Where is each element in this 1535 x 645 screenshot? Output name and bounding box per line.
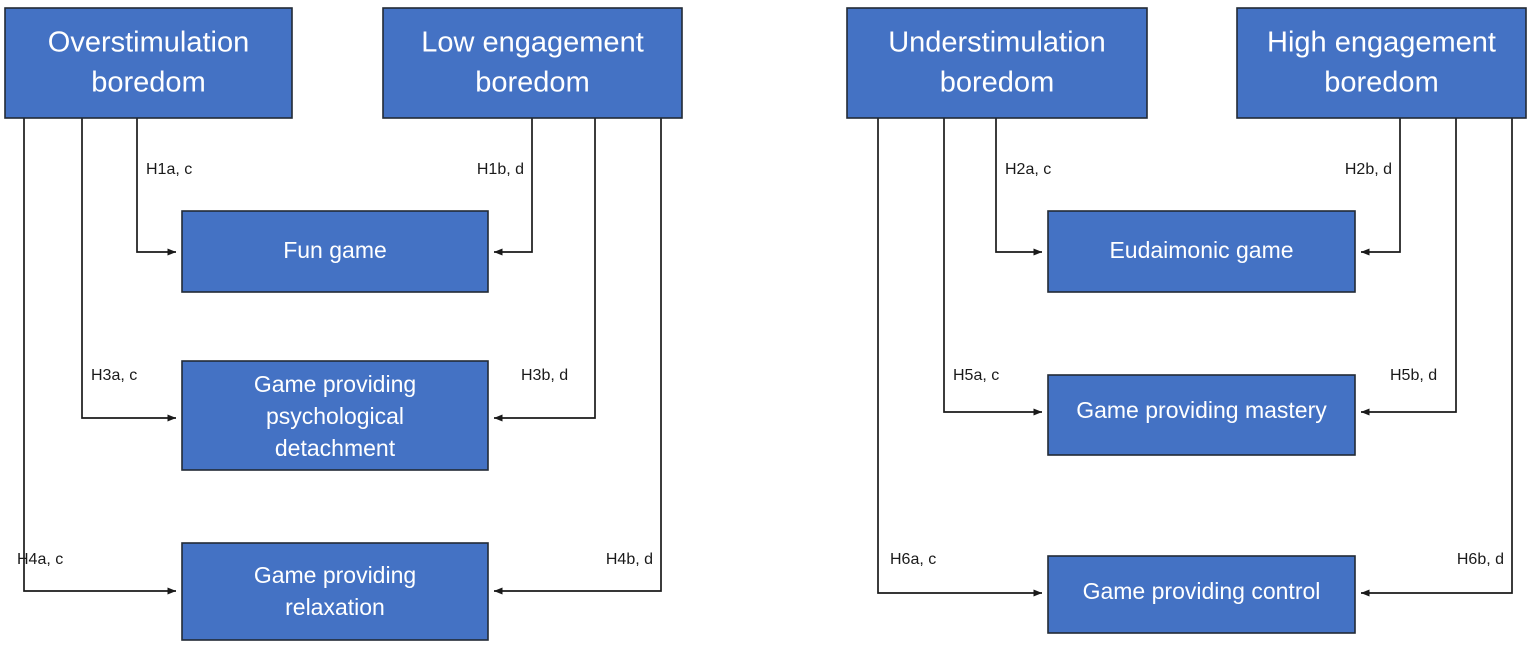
edge-label-h5a: H5a, c [953,367,999,384]
edge-h2b [1360,118,1401,256]
edge-h2a [995,118,1043,256]
node-psych-detachment-label-line2: psychological [266,403,404,429]
node-low-engagement-boredom[interactable]: Low engagement boredom [382,7,683,119]
edge-label-h6b: H6b, d [1457,551,1504,568]
edge-h4a [23,118,177,595]
edge-label-h2a: H2a, c [1005,161,1051,178]
edge-h5b [1360,118,1457,416]
node-understimulation-label-line2: boredom [940,67,1054,99]
node-eudaimonic-game[interactable]: Eudaimonic game [1047,210,1356,293]
node-eudaimonic-game-label: Eudaimonic game [1109,237,1293,263]
node-psych-detachment-rect[interactable] [181,360,489,471]
edge-h3a [81,118,177,422]
node-relaxation-label-line2: relaxation [285,594,385,620]
node-high-engagement-boredom[interactable]: High engagement boredom [1236,7,1527,119]
node-overstimulation-boredom[interactable]: Overstimulation boredom [4,7,293,119]
node-understimulation-label-line1: Understimulation [888,27,1106,59]
node-high-engagement-label-line1: High engagement [1267,27,1496,59]
edge-label-h1b: H1b, d [477,161,524,178]
node-overstimulation-label-line2: boredom [91,67,205,99]
edge-h4b [493,118,662,595]
edge-h3b [493,118,596,422]
node-understimulation-rect[interactable] [846,7,1148,119]
node-understimulation-boredom[interactable]: Understimulation boredom [846,7,1148,119]
node-fun-game-label: Fun game [283,237,387,263]
node-mastery-rect[interactable] [1047,374,1356,456]
node-fun-game-rect[interactable] [181,210,489,293]
node-low-engagement-label-line2: boredom [475,67,589,99]
node-game-providing-psychological-detachment[interactable]: Game providing psychological detachment [181,360,489,471]
node-low-engagement-rect[interactable] [382,7,683,119]
left-panel-edges [23,118,662,595]
right-panel-edges [877,118,1513,597]
node-overstimulation-rect[interactable] [4,7,293,119]
node-low-engagement-label-line1: Low engagement [421,27,644,59]
edge-label-h2b: H2b, d [1345,161,1392,178]
edge-label-h1a: H1a, c [146,161,192,178]
node-mastery-label: Game providing mastery [1076,397,1327,423]
node-relaxation-label-line1: Game providing [254,562,416,588]
node-game-providing-mastery[interactable]: Game providing mastery [1047,374,1356,456]
edge-h6b [1360,118,1513,597]
node-relaxation-rect[interactable] [181,542,489,641]
node-overstimulation-label-line1: Overstimulation [48,27,249,59]
node-eudaimonic-game-rect[interactable] [1047,210,1356,293]
edge-h1b [493,118,533,256]
edge-label-h3a: H3a, c [91,367,137,384]
node-control-rect[interactable] [1047,555,1356,634]
edge-label-h3b: H3b, d [521,367,568,384]
node-control-label: Game providing control [1083,578,1321,604]
edge-h6a [877,118,1043,597]
edge-h5a [943,118,1043,416]
node-psych-detachment-label-line3: detachment [275,435,396,461]
node-psych-detachment-label-line1: Game providing [254,371,416,397]
edge-label-h4a: H4a, c [17,551,63,568]
edge-label-h4b: H4b, d [606,551,653,568]
edge-label-h5b: H5b, d [1390,367,1437,384]
edge-h1a [136,118,177,256]
node-high-engagement-rect[interactable] [1236,7,1527,119]
node-high-engagement-label-line2: boredom [1324,67,1438,99]
node-fun-game[interactable]: Fun game [181,210,489,293]
node-game-providing-relaxation[interactable]: Game providing relaxation [181,542,489,641]
node-game-providing-control[interactable]: Game providing control [1047,555,1356,634]
edge-label-h6a: H6a, c [890,551,936,568]
